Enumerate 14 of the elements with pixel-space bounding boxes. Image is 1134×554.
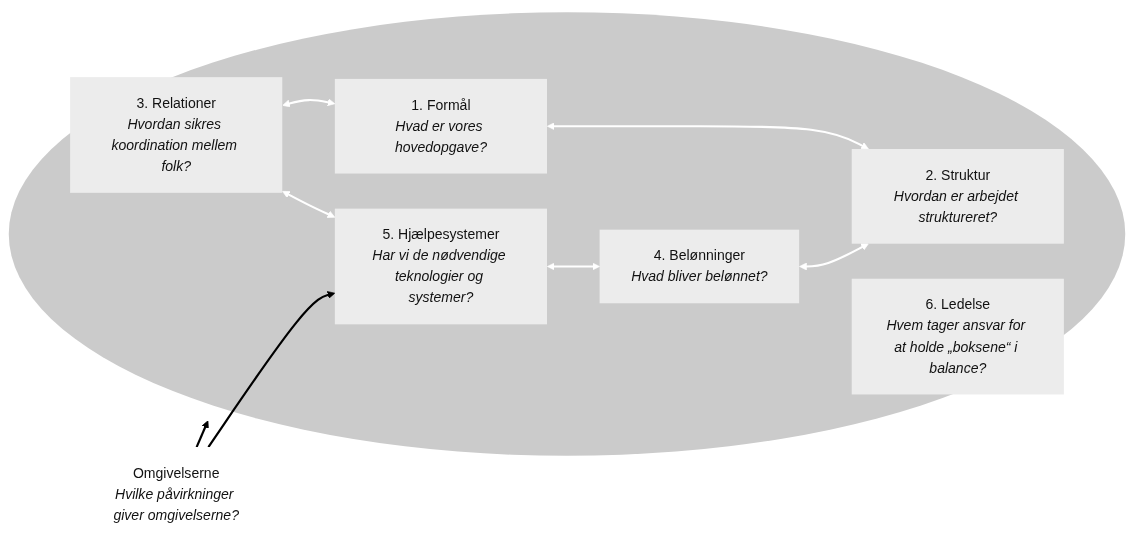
arrow xyxy=(282,191,336,218)
node-box: 3. Relationer Hvordan sikres koordination mellem folk? xyxy=(70,77,283,193)
arrow xyxy=(547,122,869,150)
arrow xyxy=(282,98,336,108)
node-text: Omgivelserne Hvilke påvirkninger giver omgivelserne? xyxy=(113,465,239,523)
arrow xyxy=(207,291,336,448)
node-box: 4. Belønninger Hvad bliver belønnet? xyxy=(599,229,800,304)
arrow xyxy=(799,243,869,271)
node-box: 6. Ledelse Hvem tager ansvar for at holde „boksene“ i balance? xyxy=(851,278,1064,395)
node-box: 1. Formål Hvad er vores hovedopgave? xyxy=(334,78,547,174)
arrow xyxy=(547,262,600,271)
node-box: 5. Hjælpesystemer Har vi de nødvendige teknologier og systemer? xyxy=(334,208,547,325)
node-box: 2. Struktur Hvordan er arbejdet struktureret? xyxy=(851,149,1064,244)
arrow xyxy=(195,420,209,448)
